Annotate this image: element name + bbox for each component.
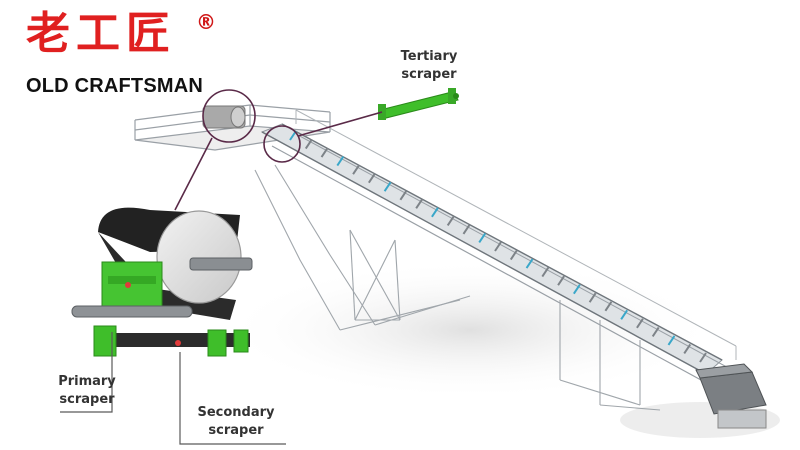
idler-roller	[352, 164, 360, 175]
idler-roller	[541, 267, 550, 278]
idler-roller	[557, 275, 565, 286]
head-pulley-small	[202, 105, 246, 129]
callout-marks	[174, 89, 383, 211]
idler-roller	[651, 326, 660, 337]
idler-rollers	[289, 130, 707, 363]
idler-roller	[620, 309, 628, 320]
support-truss	[254, 164, 661, 411]
pulley-detail	[71, 207, 253, 357]
idler-roller	[636, 318, 644, 329]
conveyor-belt	[260, 109, 737, 387]
primary-label-line1: Primary	[58, 374, 116, 389]
idler-roller	[573, 284, 581, 295]
secondary-label-line1: Secondary	[197, 405, 275, 420]
idler-roller	[667, 335, 676, 346]
idler-roller	[462, 224, 471, 235]
idler-roller	[368, 173, 376, 184]
idler-roller	[446, 215, 455, 226]
idler-roller	[383, 181, 392, 192]
secondary-scraper-label: Secondary scraper	[184, 404, 288, 439]
tertiary-scraper-label: Tertiary scraper	[384, 48, 474, 83]
tertiary-scraper-icon	[378, 88, 459, 120]
logo-chinese: 老工匠	[26, 8, 176, 59]
tertiary-label-line2: scraper	[401, 66, 457, 82]
idler-roller	[478, 232, 487, 244]
tertiary-label-line1: Tertiary	[400, 49, 458, 64]
idler-roller	[588, 292, 597, 303]
idler-roller	[699, 352, 707, 363]
idler-roller	[336, 156, 345, 167]
logo-english: OLD CRAFTSMAN	[26, 75, 204, 97]
idler-roller	[415, 198, 423, 209]
label-leaders	[60, 332, 286, 445]
idler-roller	[320, 147, 329, 158]
secondary-label-line2: scraper	[208, 422, 264, 438]
idler-roller	[683, 343, 692, 355]
primary-label-line2: scraper	[59, 391, 115, 407]
primary-scraper-label: Primary scraper	[44, 373, 130, 408]
idler-roller	[431, 207, 439, 218]
registered-mark: ®	[196, 10, 216, 34]
idler-roller	[525, 258, 534, 269]
idler-roller	[509, 249, 518, 261]
idler-roller	[399, 190, 408, 201]
idler-roller	[494, 241, 502, 252]
idler-roller	[604, 301, 613, 312]
tail-section	[695, 363, 767, 429]
idler-roller	[304, 138, 313, 150]
